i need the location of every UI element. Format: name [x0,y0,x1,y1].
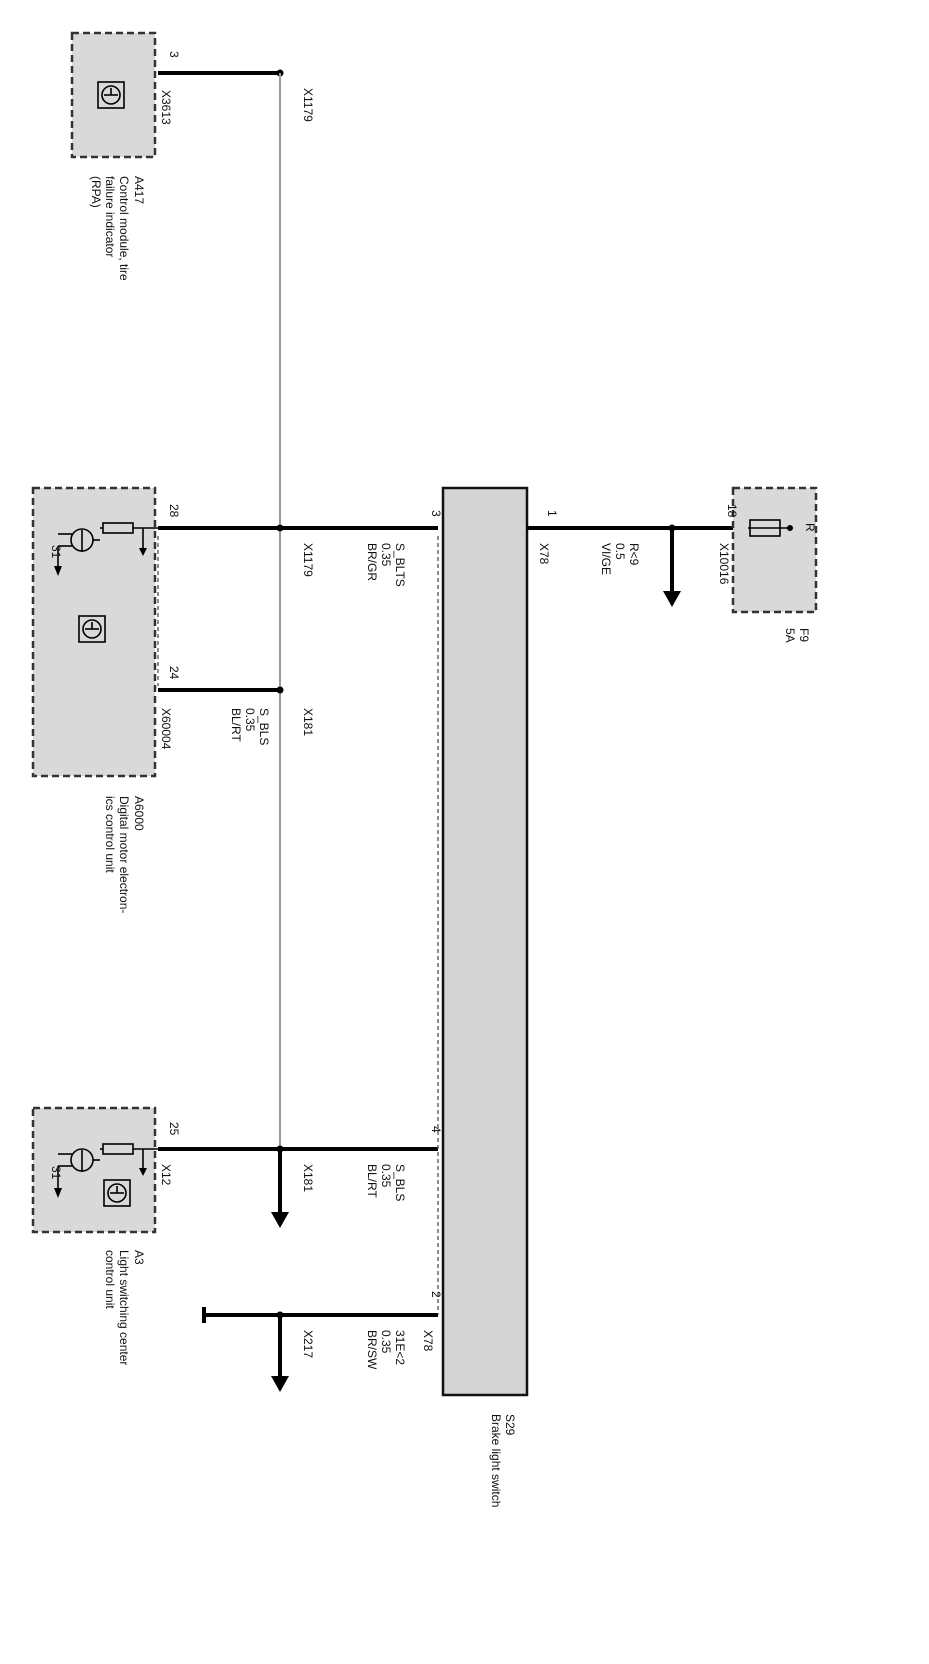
wire-25-color: BL/RT [365,1164,379,1198]
f9-terminal: R [803,523,817,532]
wire-25-size: 0.35 [379,1164,393,1188]
a417-connector: X3613 [159,90,173,125]
module-a3: 31 [31,1106,158,1234]
wire-2-size: 0.35 [379,1330,393,1354]
a3-id: A3 [132,1250,146,1265]
s29-pin-1: 1 [545,510,559,517]
switch-s29 [437,486,529,1397]
a6000-pin-28: 28 [167,504,181,518]
splice-24-label: X181 [301,708,315,736]
transistor-symbol-icon [78,615,106,643]
splice-28-label: X1179 [301,543,315,577]
a3-desc-line1: Light switching center [117,1250,131,1365]
wire-24-signal: S_BLS [257,708,271,745]
a417-desc-line1: Control module, tire [117,176,131,281]
wire-24-color: BL/RT [229,708,243,742]
wire-25-signal: S_BLS [393,1164,407,1201]
wire-28-color: BR/GR [365,543,379,581]
splice-28 [276,524,284,532]
f9-id: F9 [797,628,811,642]
a6000-desc-line1: Digital motor electron- [117,796,131,913]
a417-desc-line2: failure indicator [103,176,117,257]
splice-bottom-label: X217 [301,1330,315,1358]
transistor-symbol-icon [97,81,125,109]
transistor-symbol-icon [103,1179,131,1207]
a3-desc-line2: control unit [103,1250,117,1309]
s29-connector-1: X78 [537,543,551,565]
ground-icon [54,1188,62,1198]
s29-pin-4: 4 [429,1126,443,1133]
wire-f9-signal: R<9 [627,543,641,566]
a6000-connector-b: X60004 [159,708,173,750]
wire-2-color: BR/SW [365,1330,379,1370]
module-a417 [70,31,157,159]
s29-pin-3: 3 [429,510,443,517]
a417-desc-line3: (RPA) [89,176,103,208]
splice-24 [276,686,284,694]
a6000-desc-line2: ics control unit [103,796,117,873]
a6000-ground-label: 31 [49,545,63,559]
ground-icon [54,566,62,576]
f9-rating: 5A [783,628,797,643]
s29-connector-2: X78 [421,1330,435,1352]
a3-ground-label: 31 [49,1166,63,1180]
a6000-pin-24: 24 [167,666,181,680]
a417-pin: 3 [167,51,181,58]
f9-pin: 18 [725,504,739,518]
a3-connector: X12 [159,1164,173,1186]
s29-name: Brake light switch [489,1414,503,1507]
a417-id: A417 [132,176,146,204]
splice-top-label: X1179 [301,88,315,122]
splice-25-label: X181 [301,1164,315,1192]
wire-28-size: 0.35 [379,543,393,567]
a6000-id: A6000 [132,796,146,831]
f9-connector: X10016 [717,543,731,585]
module-a6000: 31 [31,486,159,778]
arrow-down-icon [271,1376,289,1392]
s29-pin-2: 2 [429,1291,443,1298]
wire-f9-size: 0.5 [613,543,627,560]
wire-24-size: 0.35 [243,708,257,732]
arrow-down-icon [663,591,681,607]
wire-2-signal: 31E<2 [393,1330,407,1365]
wire-28-signal: S_BLTS [393,543,407,587]
a3-pin: 25 [167,1122,181,1136]
fuse-f9 [731,486,818,614]
wire-f9-color: VI/GE [599,543,613,575]
arrow-down-icon [271,1212,289,1228]
s29-id: S29 [503,1414,517,1436]
